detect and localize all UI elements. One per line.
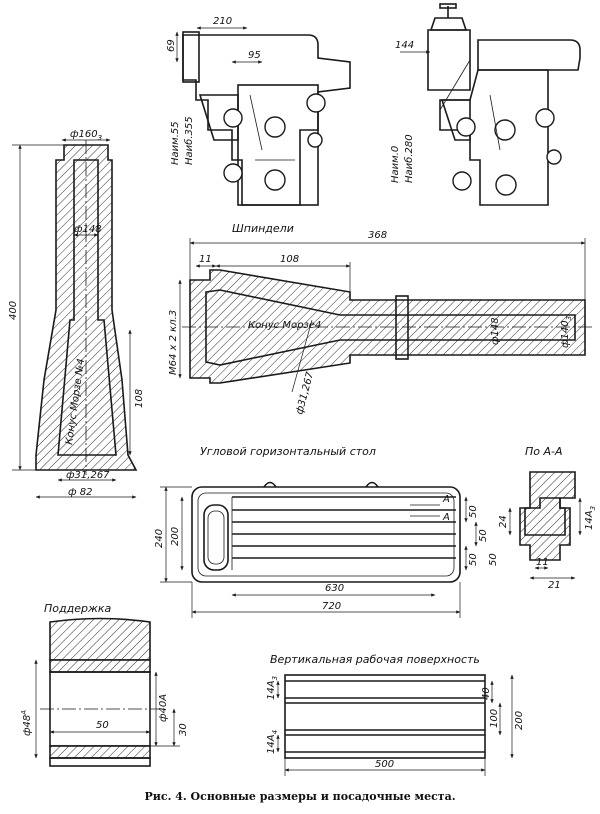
spindle-end-diameter: ф1403 <box>560 316 573 348</box>
angle-table-drawing <box>160 481 478 618</box>
spindle-cone-length: 108 <box>280 254 299 265</box>
angle-table-outer-height: 240 <box>154 529 165 548</box>
angle-table-inner-length: 630 <box>325 583 344 594</box>
top-left-width-dim: 210 <box>213 16 232 27</box>
top-left-lowest-label: Наим.55 <box>170 121 181 165</box>
spindle-drawing <box>178 238 592 393</box>
top-left-offset-dim: 95 <box>248 50 261 61</box>
section-aa-height: 24 <box>498 515 509 528</box>
machine-view-highest <box>400 3 581 206</box>
section-aa-title: По А-А <box>525 445 563 458</box>
spindle-cone-diameter: ф31,267 <box>294 370 316 416</box>
vertical-surface-title: Вертикальная рабочая поверхность <box>270 653 480 666</box>
angle-table-title: Угловой горизонтальный стол <box>200 445 376 458</box>
angle-table-pitch-2: 50 <box>478 529 489 542</box>
support-drawing <box>34 617 180 767</box>
angle-table-pitch-4: 50 <box>488 553 499 566</box>
vertical-surface-pitch-mid: 100 <box>489 709 500 728</box>
vertical-surface-slot-top: 14А3 <box>266 676 279 700</box>
angle-table-outer-length: 720 <box>322 601 341 612</box>
angle-table-mark-2: А <box>442 512 450 523</box>
spindle-total-length: 368 <box>368 230 387 241</box>
top-left-height-dim: 69 <box>166 39 177 52</box>
support-title: Поддержка <box>44 602 112 615</box>
angle-table-inner-height: 200 <box>170 527 181 546</box>
sleeve-base-diameter: ф 82 <box>68 487 92 498</box>
top-right-offset-dim: 144 <box>395 40 414 51</box>
sleeve-total-height: 400 <box>8 301 19 320</box>
section-aa-width: 21 <box>548 580 561 591</box>
vertical-surface-height: 200 <box>514 711 525 730</box>
top-right-highest-label: Наиб.280 <box>403 134 415 183</box>
sleeve-cone-height: 108 <box>134 389 145 408</box>
spindle-bore-diameter: ф148 <box>490 317 501 345</box>
vertical-surface-length: 500 <box>375 759 394 770</box>
angle-table-pitch-1: 50 <box>468 505 479 518</box>
support-inner-diameter: ф40А <box>158 694 169 722</box>
vertical-surface-drawing <box>276 674 514 776</box>
support-outer-diameter: ф48А <box>20 710 33 736</box>
sleeve-top-diameter: ф1603 <box>70 129 102 142</box>
angle-table-pitch-3: 50 <box>468 553 479 566</box>
spindle-cone-label: Конус Морзе4 <box>248 320 321 331</box>
machine-view-lowest <box>175 26 351 206</box>
section-aa-slot: 14А3 <box>584 506 597 530</box>
spindle-collar-dim: 11 <box>199 254 212 265</box>
top-right-lowest-label: Наим.0 <box>390 146 401 183</box>
section-aa-gap: 11 <box>536 557 549 568</box>
vertical-surface-slot-bottom: 14А4 <box>266 730 279 754</box>
support-length: 50 <box>96 720 109 731</box>
figure-caption: Рис. 4. Основные размеры и посадочные ме… <box>144 790 455 803</box>
top-left-highest-label: Наиб.355 <box>183 116 195 165</box>
support-depth: 30 <box>178 723 189 736</box>
angle-table-mark-1: А <box>442 494 450 505</box>
vertical-surface-pitch-top: 40 <box>481 687 492 700</box>
section-aa-drawing <box>508 471 582 580</box>
sleeve-inner-diameter: ф148 <box>74 224 102 235</box>
spindle-thread-dim: М64 х 2 кл.3 <box>168 310 179 375</box>
sleeve-cone-diameter: ф31,267 <box>66 470 110 481</box>
sleeve-drawing <box>12 138 138 499</box>
spindle-title: Шпиндели <box>232 222 294 235</box>
